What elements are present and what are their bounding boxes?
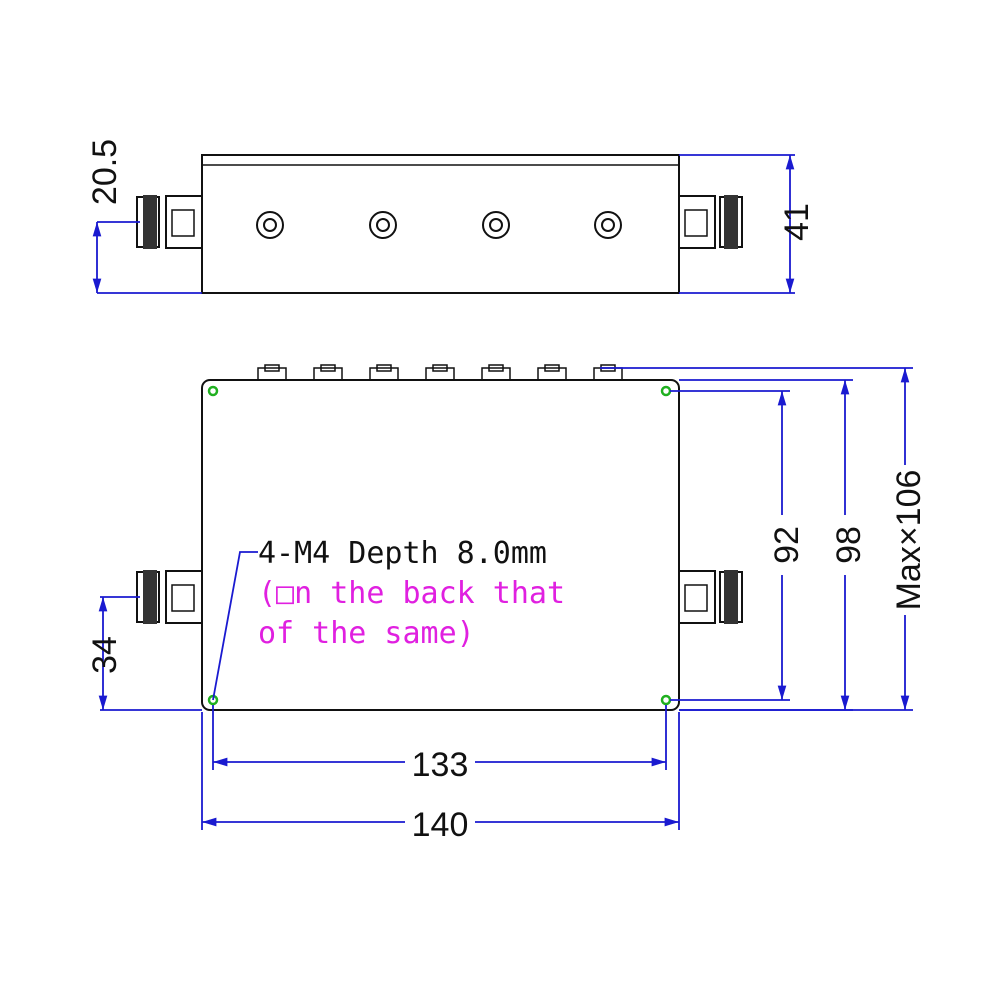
small-connectors [257, 364, 623, 381]
mounting-note-sub: of the same) [258, 616, 475, 651]
dimension-34: 34 [86, 596, 202, 711]
dimension-label: Max×106 [890, 470, 928, 611]
dimension-label: 92 [768, 526, 806, 564]
dimension-20-5: 20.5 [86, 139, 202, 294]
dimension-label: 41 [778, 203, 816, 241]
note-leader-line [212, 551, 258, 701]
mounting-note: 4-M4 Depth 8.0mm [258, 536, 547, 571]
top-view: 20.5 41 [86, 139, 816, 294]
left-n-connector [136, 195, 203, 249]
dimension-92: 92 [670, 390, 806, 701]
right-n-connector [678, 195, 743, 249]
left-n-connector-bottom [136, 570, 203, 624]
bottom-view: 4-M4 Depth 8.0mm (□n the back that of th… [86, 364, 928, 844]
dimension-133: 133 [212, 705, 667, 784]
dimension-140: 140 [201, 712, 680, 844]
dimension-label: 98 [830, 526, 868, 564]
mounting-note-sub: (□n the back that [258, 576, 565, 611]
tuning-screws [256, 211, 622, 239]
dimension-41: 41 [679, 154, 816, 294]
dimension-label: 20.5 [86, 139, 124, 205]
dimension-max-106: Max×106 [600, 367, 928, 711]
dimension-label: 140 [412, 806, 469, 844]
top-view-body [201, 154, 680, 294]
right-n-connector-bottom [678, 570, 743, 624]
dimension-label: 133 [412, 746, 469, 784]
dimension-label: 34 [86, 636, 124, 674]
